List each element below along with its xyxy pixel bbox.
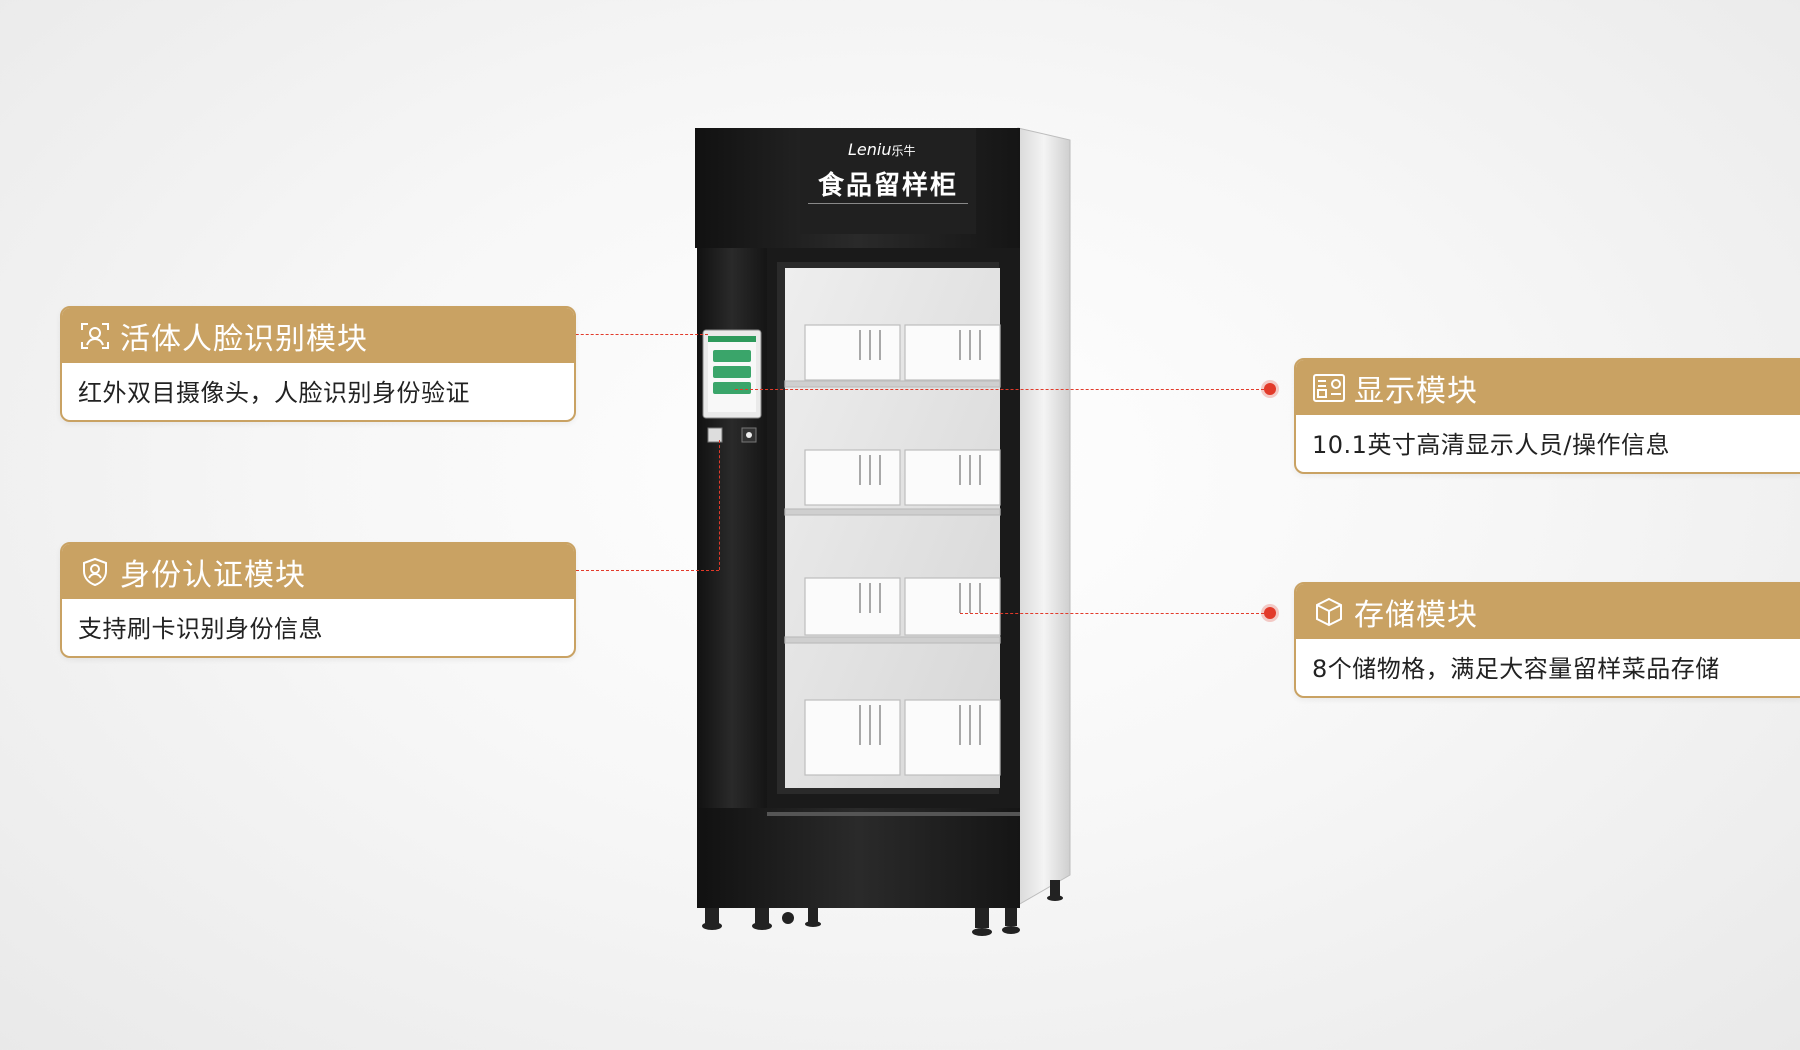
id-connector-line — [536, 570, 719, 571]
callout-title: 活体人脸识别模块 — [120, 321, 368, 357]
box-icon — [1312, 595, 1346, 629]
storage-callout-dot — [1264, 607, 1276, 619]
brand-logo-latin: Leniu — [848, 140, 892, 159]
callout-header: 显示模块 — [1296, 360, 1800, 415]
id-connector-vertical — [719, 440, 720, 570]
callout-description: 8个储物格，满足大容量留样菜品存储 — [1312, 655, 1720, 683]
callout-description: 支持刷卡识别身份信息 — [78, 615, 323, 643]
callout-description: 红外双目摄像头，人脸识别身份验证 — [78, 379, 470, 407]
cabinet-title-divider — [808, 203, 968, 204]
display-callout-dot — [1264, 383, 1276, 395]
id-authentication-callout: 身份认证模块 支持刷卡识别身份信息 — [60, 542, 576, 658]
brand-logo-cn: 乐牛 — [891, 144, 916, 158]
cabinet-title: 食品留样柜 — [817, 171, 958, 201]
storage-module-callout: 存储模块 8个储物格，满足大容量留样菜品存储 — [1294, 582, 1800, 698]
callout-title: 显示模块 — [1354, 373, 1478, 409]
display-module-callout: 显示模块 10.1英寸高清显示人员/操作信息 — [1294, 358, 1800, 474]
brand-logo: Leniu乐牛 — [848, 140, 916, 159]
face-connector-line — [536, 334, 708, 335]
id-shield-icon — [78, 555, 112, 589]
storage-connector-line — [960, 613, 1264, 614]
callout-description: 10.1英寸高清显示人员/操作信息 — [1312, 431, 1671, 459]
callout-header: 身份认证模块 — [62, 544, 574, 599]
display-connector-line — [735, 389, 1264, 390]
callout-header: 存储模块 — [1296, 584, 1800, 639]
face-scan-icon — [78, 319, 112, 353]
callout-title: 身份认证模块 — [120, 557, 306, 593]
face-recognition-callout: 活体人脸识别模块 红外双目摄像头，人脸识别身份验证 — [60, 306, 576, 422]
callout-title: 存储模块 — [1354, 597, 1478, 633]
shelf-group — [784, 324, 1001, 776]
callout-header: 活体人脸识别模块 — [62, 308, 574, 363]
display-panel-icon — [1312, 371, 1346, 405]
